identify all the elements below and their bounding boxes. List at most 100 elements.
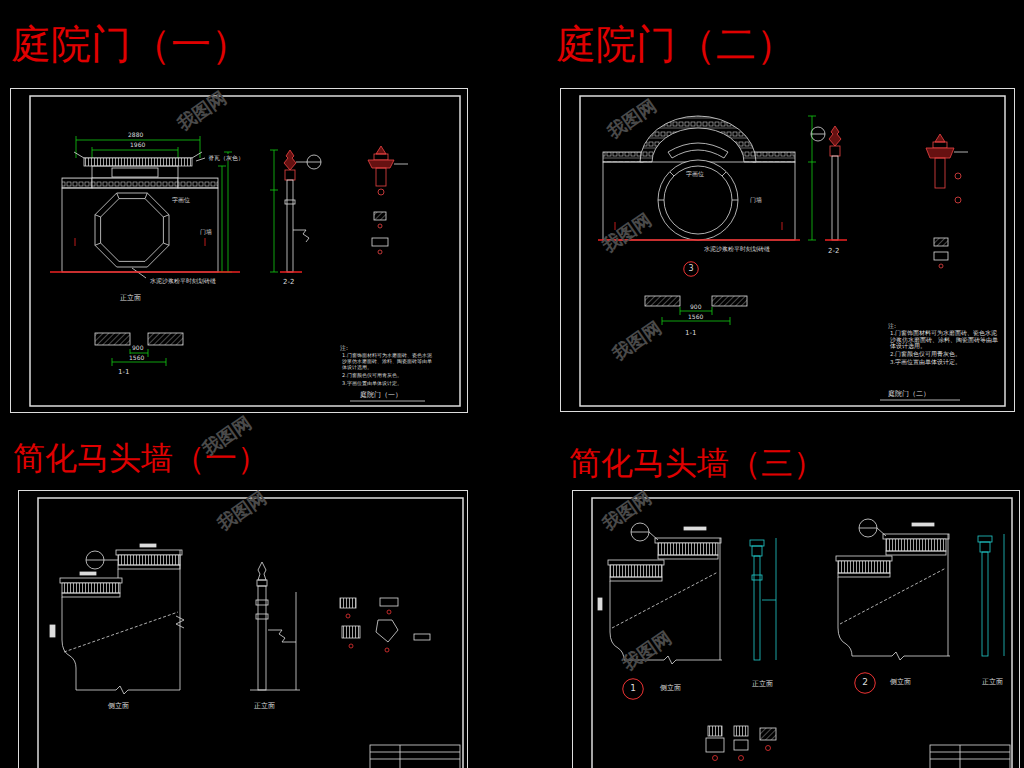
callout-number: 3 bbox=[688, 265, 693, 274]
detail-sketch bbox=[376, 620, 398, 642]
detail-sketch bbox=[340, 598, 356, 608]
ornament-detail bbox=[372, 238, 388, 246]
sheet-title: 庭院门（一） bbox=[11, 21, 251, 69]
detail-sketch bbox=[713, 756, 718, 761]
detail-sketch bbox=[706, 726, 1010, 768]
stepped-gable-wall bbox=[838, 573, 890, 577]
part-label: 字画位 bbox=[686, 170, 704, 177]
stepped-gable-wall bbox=[883, 534, 949, 539]
part-label: 门墙 bbox=[200, 228, 212, 235]
note-text: 注: bbox=[340, 344, 348, 351]
watermark: 我图网 bbox=[199, 411, 256, 460]
post-front-view bbox=[752, 575, 762, 580]
stepped-gable-wall bbox=[62, 583, 120, 593]
ornament-detail bbox=[939, 264, 943, 268]
stepped-gable-wall bbox=[877, 528, 886, 536]
callout-circle: 2 bbox=[854, 672, 876, 694]
title-block-text: 庭院门（一） bbox=[360, 391, 402, 399]
watermark: 我图网 bbox=[599, 486, 656, 535]
dimension-text: 1560 bbox=[688, 313, 703, 320]
detail-sketch bbox=[734, 740, 748, 750]
plan-section bbox=[112, 349, 166, 366]
ground-line bbox=[205, 238, 206, 246]
detail-sketch bbox=[739, 756, 744, 761]
post-section bbox=[829, 126, 841, 146]
post-front-view bbox=[256, 600, 268, 605]
ornament-detail bbox=[935, 158, 945, 188]
post-section bbox=[285, 200, 295, 204]
ornament-detail bbox=[934, 252, 948, 260]
plan-section bbox=[166, 358, 167, 366]
gate-wall bbox=[92, 166, 178, 178]
ground-line bbox=[50, 271, 240, 273]
stepped-gable-wall bbox=[720, 538, 721, 660]
stepped-gable-wall bbox=[838, 577, 852, 656]
plan-section bbox=[112, 362, 166, 363]
ornament-detail bbox=[926, 148, 954, 158]
view-name: 侧立面 bbox=[108, 702, 129, 710]
dimension-text: 1960 bbox=[130, 141, 145, 148]
ornament-detail bbox=[378, 250, 382, 254]
inner-frame bbox=[38, 498, 463, 768]
stepped-gable-wall bbox=[610, 581, 624, 660]
sheet-title: 简化马头墙（三） bbox=[569, 444, 825, 482]
post-front-view bbox=[257, 580, 267, 586]
ground-line bbox=[782, 222, 783, 230]
view-name: 正立面 bbox=[752, 680, 773, 688]
stepped-gable-wall bbox=[852, 652, 950, 660]
post-front-view bbox=[268, 630, 296, 642]
post-front-view bbox=[750, 540, 764, 546]
moon-gate-wall bbox=[658, 160, 738, 240]
ornament-detail bbox=[378, 224, 382, 228]
inner-frame bbox=[592, 498, 1012, 768]
detail-sketch bbox=[414, 634, 430, 640]
stepped-gable-wall bbox=[140, 544, 156, 547]
stepped-gable-wall bbox=[658, 543, 718, 555]
post-section bbox=[270, 150, 321, 272]
plan-section bbox=[112, 358, 113, 366]
stepped-gable-wall bbox=[610, 565, 662, 577]
detail-sketch bbox=[760, 728, 776, 740]
plan-section bbox=[712, 307, 713, 315]
stepped-gable-wall bbox=[912, 523, 934, 526]
gate-wall bbox=[95, 215, 101, 217]
view-name: 1-1 bbox=[118, 368, 129, 376]
stepped-gable-wall bbox=[50, 625, 55, 637]
callout-circle-outline bbox=[684, 262, 699, 277]
title-block-text: 庭院门（二） bbox=[888, 390, 930, 398]
note-text: 1.门窗饰面材料可为水磨面砖、瓷色水泥沙浆仿水磨面砖、涂料、陶瓷面砖等由单体设计… bbox=[890, 330, 1000, 350]
ornament-detail bbox=[933, 142, 947, 148]
ornament-detail bbox=[368, 160, 394, 168]
drawing-sheet: 简化马头墙（一） bbox=[18, 490, 468, 768]
stepped-gable-wall bbox=[598, 523, 776, 664]
moon-gate-wall bbox=[658, 200, 664, 201]
gate-wall bbox=[196, 158, 205, 161]
dimension-line bbox=[808, 116, 816, 117]
view-name: 正立面 bbox=[120, 294, 141, 302]
stepped-gable-wall bbox=[176, 616, 184, 628]
dimension-line bbox=[808, 162, 816, 163]
watermark: 我图网 bbox=[604, 94, 661, 143]
gate-wall bbox=[62, 152, 218, 278]
ornament-detail bbox=[926, 134, 968, 268]
moon-gate-wall bbox=[603, 152, 643, 162]
gate-wall bbox=[101, 199, 164, 262]
stepped-gable-wall bbox=[60, 578, 122, 583]
stepped-gable-wall bbox=[118, 569, 119, 578]
stepped-gable-wall bbox=[118, 565, 180, 569]
moon-gate-wall bbox=[668, 143, 728, 158]
dimension-line bbox=[92, 150, 178, 151]
gate-wall bbox=[145, 193, 147, 199]
detail-sketch bbox=[349, 644, 353, 648]
detail-sketch bbox=[370, 759, 460, 760]
gate-wall bbox=[112, 168, 158, 177]
post-front-view bbox=[978, 534, 1004, 656]
stepped-gable-wall bbox=[612, 572, 718, 628]
plan-section bbox=[95, 333, 130, 345]
moon-gate-wall bbox=[640, 116, 756, 162]
post-section bbox=[811, 127, 825, 141]
view-name: 侧立面 bbox=[890, 678, 911, 686]
stepped-gable-wall bbox=[116, 550, 182, 555]
watermark: 我图网 bbox=[174, 86, 231, 135]
